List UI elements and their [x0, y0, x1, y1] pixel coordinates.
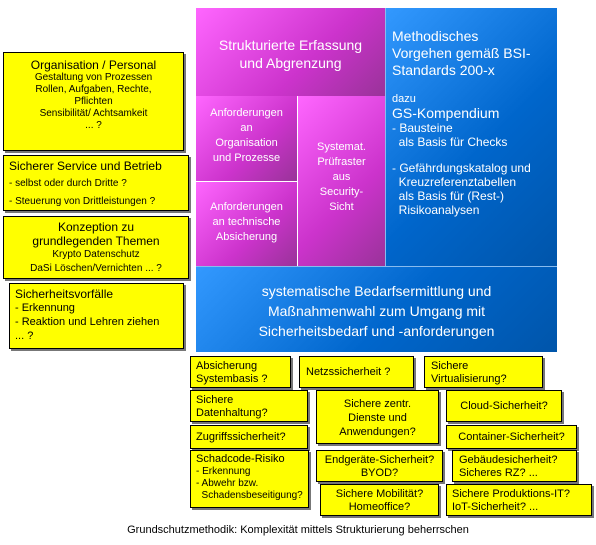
topic-line: Absicherung	[196, 360, 258, 372]
block-line: GS-Kompendium	[392, 105, 500, 121]
block-line: Vorgehen gemäß BSI-	[392, 45, 531, 61]
block-line: systematische Bedarfsermittlung und	[261, 283, 492, 299]
topic-line: Sichere Mobilität?	[335, 488, 424, 500]
block-line: Strukturierte Erfassung	[218, 37, 363, 53]
box-konzeption: Konzeption zu grundlegenden Themen Krypt…	[3, 216, 189, 279]
block-line: Prüfraster	[317, 156, 366, 168]
topic-zentrale-dienste: Sichere zentr. Dienste und Anwendungen?	[316, 390, 439, 444]
box-title: Sicherheitsvorfälle	[15, 287, 114, 301]
box-title: Sicherer Service und Betrieb	[9, 159, 162, 173]
topic-line: Sichere Produktions-IT?	[452, 488, 570, 500]
block-line: Maßnahmenwahl zum Umgang mit	[267, 303, 486, 319]
topic-container: Container-Sicherheit?	[446, 425, 577, 449]
block-line: und Prozesse	[212, 152, 281, 164]
block-anforderungen-technik: Anforderungen an technische Absicherung	[196, 182, 298, 266]
topic-line: Netzssicherheit ?	[306, 366, 391, 378]
block-methodisches-vorgehen: Methodisches Vorgehen gemäß BSI- Standar…	[385, 8, 557, 266]
box-line: grundlegenden Themen	[32, 234, 160, 248]
topic-line: Sicheres RZ? ...	[459, 467, 538, 479]
topic-line: Systembasis ?	[196, 373, 268, 385]
topic-systembasis: Absicherung Systembasis ?	[190, 356, 291, 388]
box-line: Gestaltung von Prozessen	[34, 72, 153, 83]
box-line: - Erkennung	[15, 302, 75, 314]
block-line: Anforderungen	[210, 107, 283, 119]
block-line: dazu	[392, 93, 416, 105]
topic-line: Anwendungen?	[339, 426, 416, 438]
block-line: aus	[332, 171, 351, 183]
topic-line: Container-Sicherheit?	[458, 431, 565, 443]
block-strukturierte-erfassung: Strukturierte Erfassung und Abgrenzung	[196, 8, 385, 96]
topic-line: - Erkennung	[196, 466, 251, 477]
block-line: Sicherheitsbedarf und -anforderungen	[258, 323, 495, 339]
block-line: Sicht	[329, 201, 354, 213]
block-line: Security-	[319, 186, 364, 198]
topic-line: Datenhaltung?	[196, 407, 268, 419]
topic-line: Gebäudesicherheit?	[459, 454, 558, 466]
box-line: ... ?	[15, 330, 34, 342]
topic-line: Endgeräte-Sicherheit?	[324, 454, 435, 466]
box-line: - Steuerung von Drittleistungen ?	[9, 196, 156, 207]
block-line: als Basis für Checks	[392, 135, 508, 149]
block-line: - Bausteine	[392, 121, 453, 135]
box-title: Organisation / Personal	[30, 58, 157, 72]
topic-line: Cloud-Sicherheit?	[460, 400, 548, 412]
block-line: Kreuzreferenztabellen	[392, 175, 517, 189]
box-sicherheitsvorfaelle: Sicherheitsvorfälle - Erkennung - Reakti…	[9, 283, 184, 349]
block-line: Organisation	[215, 137, 278, 149]
box-line: DaSi Löschen/Vernichten ... ?	[30, 263, 162, 274]
block-anforderungen-organisation: Anforderungen an Organisation und Prozes…	[196, 96, 298, 182]
topic-line: Sichere zentr.	[343, 398, 412, 410]
block-line: Absicherung	[215, 231, 278, 243]
topic-produktion: Sichere Produktions-IT? IoT-Sicherheit? …	[446, 484, 592, 516]
box-line: ... ?	[85, 120, 102, 131]
topic-virtualisierung: Sichere Virtualisierung?	[424, 356, 543, 388]
diagram-caption: Grundschutzmethodik: Komplexität mittels…	[0, 523, 596, 537]
block-line: als Basis für (Rest-)	[392, 189, 505, 203]
block-line: Standards 200-x	[392, 62, 495, 78]
box-organisation-personal: Organisation / Personal Gestaltung von P…	[3, 52, 184, 151]
box-line: Krypto Datenschutz	[52, 249, 140, 260]
topic-line: Schadcode-Risiko	[196, 453, 285, 465]
topic-line: BYOD?	[360, 467, 399, 479]
topic-line: Zugriffssicherheit?	[196, 431, 286, 443]
block-line: an	[240, 122, 253, 134]
topic-line: Virtualisierung?	[431, 373, 507, 385]
topic-line: Sichere	[196, 394, 234, 406]
box-line: - Reaktion und Lehren ziehen	[15, 316, 160, 328]
topic-gebaeude: Gebäudesicherheit? Sicheres RZ? ...	[452, 450, 577, 482]
topic-line: Schadensbeseitigung?	[196, 490, 303, 501]
block-line: Anforderungen	[210, 201, 283, 213]
box-line: Sensibilität/ Achtsamkeit	[39, 108, 148, 119]
block-pruefraster: Systemat. Prüfraster aus Security- Sicht	[298, 96, 385, 266]
topic-line: Dienste und	[348, 412, 407, 424]
topic-line: - Abwehr bzw.	[196, 478, 259, 489]
box-service-betrieb: Sicherer Service und Betrieb - selbst od…	[3, 155, 189, 211]
topic-zugriff: Zugriffssicherheit?	[190, 425, 308, 449]
topic-line: Homeoffice?	[348, 501, 411, 513]
block-line: und Abgrenzung	[239, 55, 342, 71]
block-line: - Gefährdungskatalog und	[392, 161, 531, 175]
block-line: Systemat.	[317, 141, 366, 153]
block-line: Methodisches	[392, 28, 479, 44]
topic-schadcode: Schadcode-Risiko - Erkennung - Abwehr bz…	[190, 450, 309, 508]
block-line	[392, 149, 557, 161]
topic-mobilitaet: Sichere Mobilität? Homeoffice?	[320, 484, 439, 516]
box-line: Rollen, Aufgaben, Rechte,	[35, 84, 152, 95]
block-line: Risikoanalysen	[392, 203, 480, 217]
block-line: an technische	[212, 216, 281, 228]
topic-line: Sichere	[431, 360, 469, 372]
topic-line: IoT-Sicherheit? ...	[452, 501, 539, 513]
block-bedarfsermittlung: systematische Bedarfsermittlung und Maßn…	[196, 266, 557, 352]
topic-endgeraete: Endgeräte-Sicherheit? BYOD?	[316, 450, 443, 482]
topic-netzsicherheit: Netzssicherheit ?	[299, 356, 414, 388]
topic-datenhaltung: Sichere Datenhaltung?	[190, 390, 308, 422]
box-line: - selbst oder durch Dritte ?	[9, 178, 127, 189]
box-title: Konzeption zu	[57, 220, 135, 234]
caption-text: Grundschutzmethodik: Komplexität mittels…	[127, 524, 469, 536]
box-line: Pflichten	[74, 96, 113, 107]
topic-cloud: Cloud-Sicherheit?	[446, 390, 562, 422]
